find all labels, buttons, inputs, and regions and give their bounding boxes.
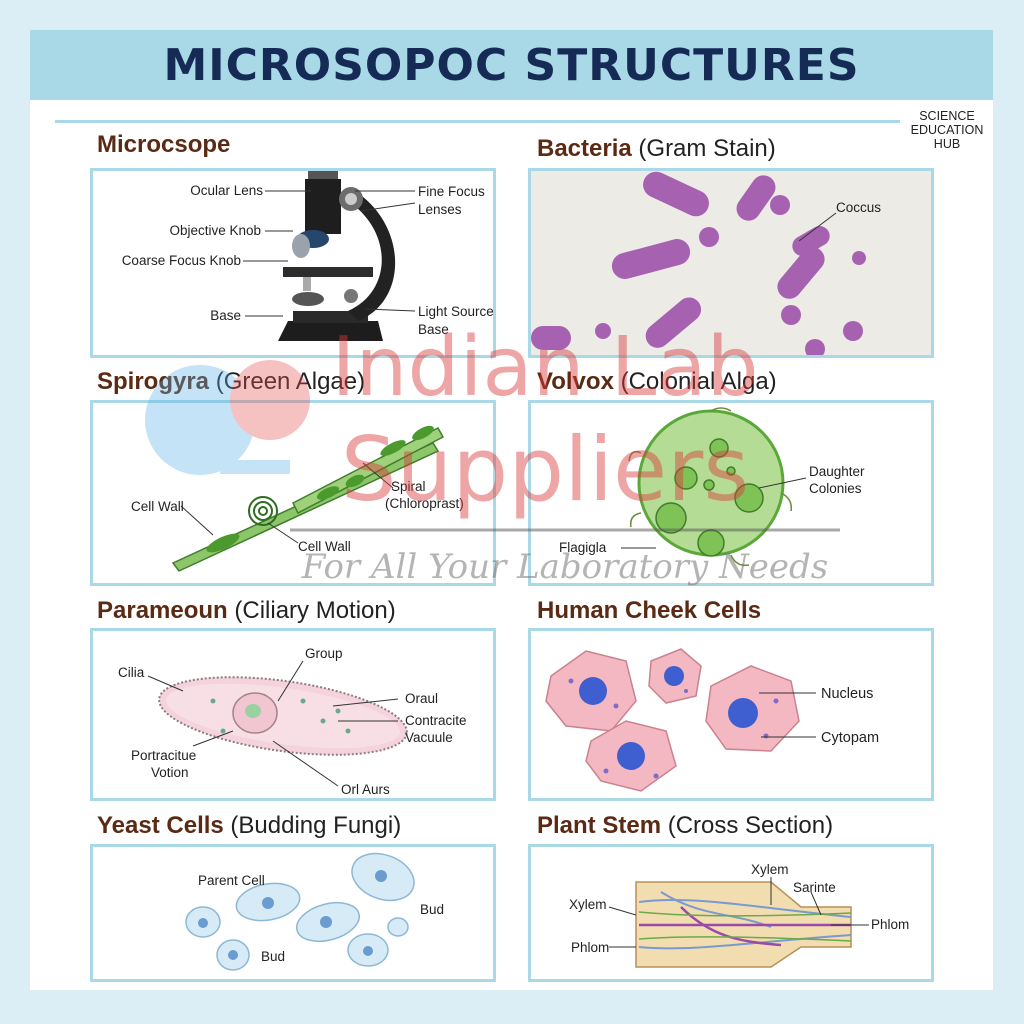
bacteria-panel: Coccus xyxy=(528,168,934,358)
label-xylem-left: Xylem xyxy=(569,897,607,912)
label-oral: Oraul xyxy=(405,691,438,706)
science-education-hub-badge: SCIENCE EDUCATION HUB xyxy=(906,109,988,151)
yeast-title: Yeast Cells (Budding Fungi) xyxy=(97,812,402,839)
label-votion: Votion xyxy=(151,765,189,780)
bacteria-micrograph: Coccus xyxy=(531,171,931,355)
spirogyra-illustration: Cell Wall Cell Wall Spiral (Chloroprast) xyxy=(131,425,464,572)
cheek-cells-panel: Nucleus Cytopam xyxy=(528,628,934,801)
volvox-panel: Daughter Colonies Flagigla xyxy=(528,400,934,586)
label-cilia: Cilia xyxy=(118,665,145,680)
plant-stem-title: Plant Stem (Cross Section) xyxy=(537,812,834,839)
yeast-illustration: Parent Cell Bud Bud xyxy=(185,852,444,971)
label-xylem-top: Xylem xyxy=(751,862,789,877)
label-contractile: Contracite xyxy=(405,713,467,728)
label-colonies: Colonies xyxy=(809,481,862,496)
paramecium-panel: Cilia Group Oraul Contracite Vacuule Por… xyxy=(90,628,496,801)
label-bud-bottom: Bud xyxy=(261,949,285,964)
label-oral-aurs: Orl Aurs xyxy=(341,782,390,797)
label-coccus: Coccus xyxy=(836,200,881,215)
label-spiral: Spiral xyxy=(391,479,426,494)
label-chloroplast: (Chloroprast) xyxy=(385,496,464,511)
spirogyra-title: Spirogyra (Green Algae) xyxy=(97,368,366,395)
paramecium-illustration: Cilia Group Oraul Contracite Vacuule Por… xyxy=(118,646,467,797)
label-base: Base xyxy=(210,308,241,323)
label-portracitue: Portracitue xyxy=(131,748,196,763)
label-sarinte: Sarinte xyxy=(793,880,836,895)
label-group: Group xyxy=(305,646,343,661)
label-light-base: Base xyxy=(418,322,449,337)
page-title: MICROSOPOC STRUCTURES xyxy=(163,39,860,91)
title-rule xyxy=(55,120,900,123)
label-objective-knob: Objective Knob xyxy=(169,223,261,238)
cheek-cells-illustration: Nucleus Cytopam xyxy=(545,648,879,792)
volvox-illustration: Daughter Colonies Flagigla xyxy=(559,407,865,567)
label-parent-cell: Parent Cell xyxy=(198,873,265,888)
microscope-panel: Ocular Lens Objective Knob Coarse Focus … xyxy=(90,168,496,358)
badge-line-1: SCIENCE xyxy=(919,109,975,123)
spirogyra-panel: Cell Wall Cell Wall Spiral (Chloroprast) xyxy=(90,400,496,586)
microscope-title: Microcsope xyxy=(97,131,231,158)
yeast-panel: Parent Cell Bud Bud xyxy=(90,844,496,982)
title-banner: MICROSOPOC STRUCTURES xyxy=(30,30,993,100)
label-phloem-right: Phlom xyxy=(871,917,909,932)
label-light-source: Light Source xyxy=(418,304,493,319)
label-bud-right: Bud xyxy=(420,902,444,917)
bacteria-title: Bacteria (Gram Stain) xyxy=(537,135,776,162)
paramecium-title: Parameoun (Ciliary Motion) xyxy=(97,597,396,624)
label-cytoplasm: Cytopam xyxy=(821,730,879,746)
label-phloem-left: Phlom xyxy=(571,940,609,955)
badge-line-3: HUB xyxy=(933,137,961,151)
label-cell-wall-bottom: Cell Wall xyxy=(298,539,351,554)
microscope-illustration: Ocular Lens Objective Knob Coarse Focus … xyxy=(122,171,493,341)
cheek-cells-title: Human Cheek Cells xyxy=(537,597,762,624)
label-flagella: Flagigla xyxy=(559,540,607,555)
label-coarse-focus-knob: Coarse Focus Knob xyxy=(122,253,241,268)
label-ocular-lens: Ocular Lens xyxy=(190,183,263,198)
label-lenses: Lenses xyxy=(418,202,462,217)
plant-stem-panel: Xylem Sarinte Xylem Phlom Phlom xyxy=(528,844,934,982)
label-nucleus: Nucleus xyxy=(821,686,873,702)
badge-line-2: EDUCATION xyxy=(910,123,984,137)
label-vacuole: Vacuule xyxy=(405,730,453,745)
volvox-title: Volvox (Colonial Alga) xyxy=(537,368,777,395)
plant-stem-illustration: Xylem Sarinte Xylem Phlom Phlom xyxy=(569,862,909,968)
label-cell-wall-left: Cell Wall xyxy=(131,499,184,514)
label-fine-focus: Fine Focus xyxy=(418,184,485,199)
label-daughter: Daughter xyxy=(809,464,865,479)
